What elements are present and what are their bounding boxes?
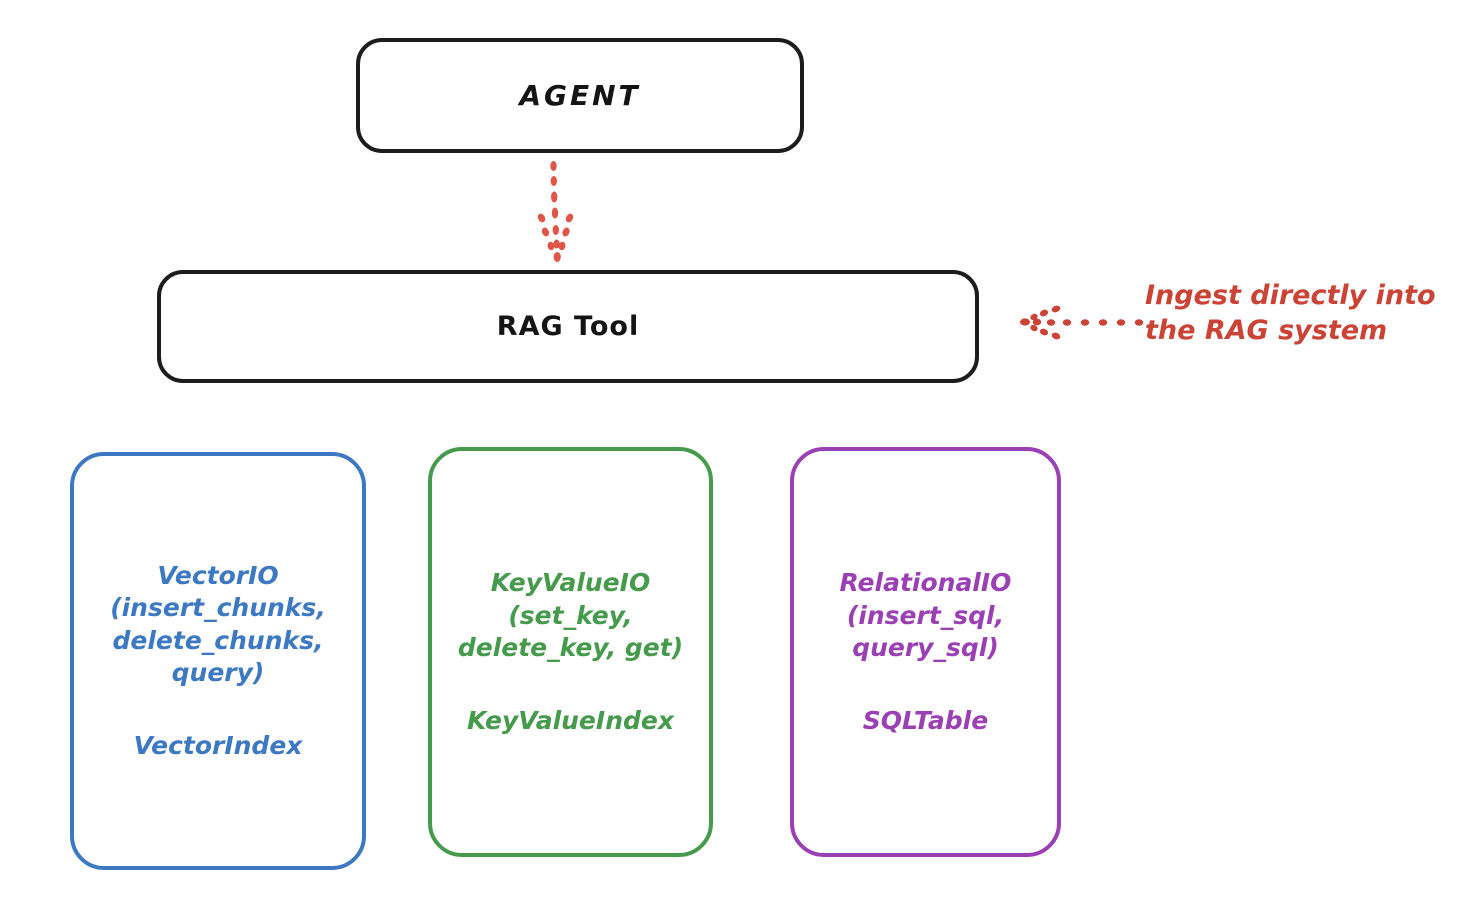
agent-node-label: AGENT: [519, 79, 641, 112]
agent-node[interactable]: AGENT: [356, 38, 804, 153]
relationalio-node[interactable]: RelationalIO (insert_sql, query_sql) SQL…: [790, 447, 1061, 857]
keyvalueio-node[interactable]: KeyValueIO (set_key, delete_key, get) Ke…: [428, 447, 713, 857]
keyvalueio-title: KeyValueIO (set_key, delete_key, get): [457, 568, 684, 662]
ingest-annotation-text: Ingest directly into the RAG system: [1145, 280, 1436, 347]
rag-tool-node[interactable]: RAG Tool: [157, 270, 979, 383]
vectorio-index: VectorIndex: [133, 730, 303, 760]
relationalio-title: RelationalIO (insert_sql, query_sql): [839, 568, 1012, 662]
vectorio-title: VectorIO (insert_chunks, delete_chunks, …: [110, 560, 326, 688]
ingest-to-rag-arrow: [1015, 300, 1145, 345]
keyvalueio-index: KeyValueIndex: [467, 705, 674, 735]
rag-tool-node-label: RAG Tool: [496, 311, 640, 342]
vectorio-node[interactable]: VectorIO (insert_chunks, delete_chunks, …: [70, 452, 366, 870]
agent-to-rag-arrow: [505, 160, 605, 265]
relationalio-index: SQLTable: [862, 705, 989, 735]
